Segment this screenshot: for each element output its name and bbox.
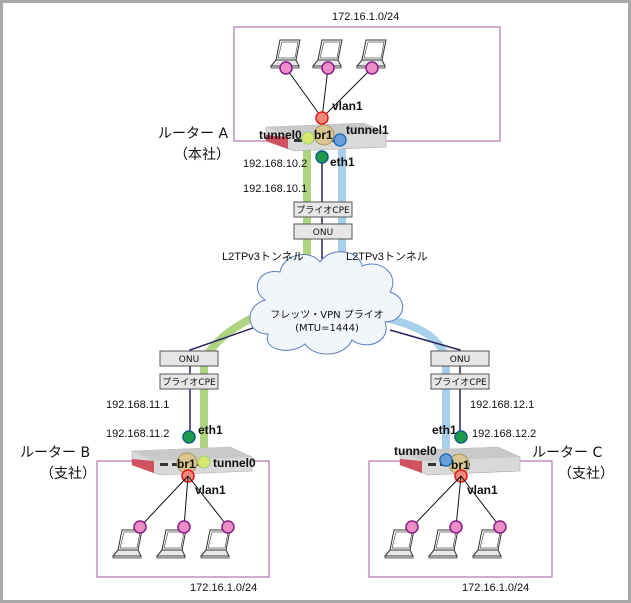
laptop-icon	[112, 529, 143, 559]
router-name-b: ルーター B	[20, 445, 90, 461]
cloud-icon	[249, 251, 404, 355]
tunnel0-label-a: tunnel0	[259, 128, 302, 142]
laptop-icon	[384, 529, 415, 559]
eth-port-icon-c	[454, 430, 468, 444]
laptops-b	[112, 475, 235, 559]
cpe-label-a: プライオCPE	[296, 205, 350, 216]
tunnel1-port-icon-a	[333, 133, 347, 147]
cpe-ip-b: 192.168.11.1	[106, 399, 169, 411]
pc-port-icon	[449, 520, 463, 534]
cpe-label-b: プライオCPE	[162, 377, 216, 388]
router-name-a: ルーター A	[158, 126, 228, 142]
tunnel-label-left: L2TPv3トンネル	[222, 250, 304, 263]
eth-ip-b: 192.168.11.2	[106, 428, 169, 440]
eth-port-icon-b	[182, 430, 196, 444]
bridge-label-a: br1	[314, 128, 333, 142]
laptops-a	[270, 39, 387, 119]
tunnel0-port-icon-a	[301, 131, 315, 145]
onu-box-c	[430, 350, 490, 367]
tunnel-line-c	[384, 314, 450, 462]
eth-port-icon-a	[315, 150, 329, 164]
cpe-box-b	[159, 373, 219, 390]
onu-label-b: ONU	[179, 355, 199, 365]
vlan-label-a: vlan1	[332, 99, 363, 113]
pc-port-icon	[365, 61, 379, 75]
wan-line-c	[389, 329, 461, 436]
pc-port-icon	[321, 61, 335, 75]
router-name-c: ルーター C	[532, 445, 602, 461]
lan-label-b: 172.16.1.0/24	[190, 582, 257, 594]
onu-box-b	[159, 350, 219, 367]
tunnel-label-right: L2TPv3トンネル	[346, 250, 428, 263]
cloud-label: フレッツ・VPN プライオ	[270, 309, 384, 321]
eth-label-c: eth1	[432, 423, 457, 437]
pc-port-icon	[177, 520, 191, 534]
vlan-port-icon-a	[315, 111, 329, 125]
pc-port-icon	[405, 520, 419, 534]
router-role-c: （支社）	[558, 466, 614, 482]
router-role-b: （支社）	[40, 466, 96, 482]
cpe-ip-a: 192.168.10.1	[243, 183, 307, 195]
onu-box-a	[293, 223, 353, 240]
vlan-label-b: vlan1	[195, 483, 226, 497]
eth-label-b: eth1	[198, 423, 223, 437]
laptop-icon	[200, 529, 231, 559]
tunnel0-port-icon-c	[439, 453, 453, 467]
pc-port-icon	[221, 520, 235, 534]
bridge-label-b: br1	[177, 457, 196, 471]
laptop-icon	[472, 529, 503, 559]
onu-label-a: ONU	[313, 228, 333, 238]
tunnel0-label-b: tunnel0	[213, 456, 256, 470]
bridge-label-c: br1	[451, 458, 470, 472]
pc-port-icon	[133, 520, 147, 534]
cpe-box-a	[293, 201, 353, 218]
pc-port-icon	[279, 61, 293, 75]
eth-label-a: eth1	[330, 155, 355, 169]
lan-label-a: 172.16.1.0/24	[332, 11, 399, 23]
tunnel0-port-icon-b	[197, 455, 211, 469]
pc-port-icon	[493, 520, 507, 534]
laptops-c	[384, 475, 507, 559]
cloud-mtu-label: (MTU=1444)	[295, 323, 359, 334]
cpe-ip-c: 192.168.12.1	[470, 399, 534, 411]
eth-ip-a: 192.168.10.2	[243, 158, 307, 170]
lan-label-c: 172.16.1.0/24	[462, 582, 529, 594]
laptop-icon	[156, 529, 187, 559]
cpe-label-c: プライオCPE	[433, 377, 487, 388]
laptop-icon	[428, 529, 459, 559]
tunnel0-label-c: tunnel0	[394, 444, 437, 458]
wan-line-b	[189, 321, 271, 436]
cpe-box-c	[430, 373, 490, 390]
router-role-a: （本社）	[174, 147, 230, 163]
eth-ip-c: 192.168.12.2	[472, 428, 536, 440]
tunnel1-label-a: tunnel1	[346, 123, 389, 137]
onu-label-c: ONU	[450, 355, 470, 365]
